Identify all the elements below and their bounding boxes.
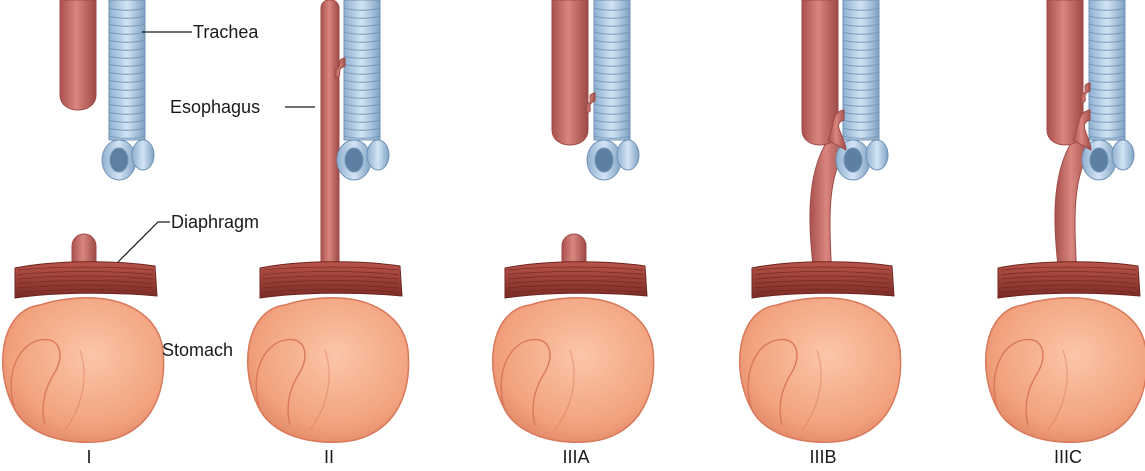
panel-IIIC	[986, 0, 1145, 442]
type-label-IIIC: IIIC	[1054, 447, 1082, 467]
trachea	[843, 0, 879, 140]
bronchus-lumen	[110, 148, 128, 172]
stomach	[3, 298, 164, 442]
bronchus-right	[866, 140, 888, 170]
upper-pouch	[60, 0, 96, 110]
stomach-label: Stomach	[162, 340, 233, 360]
esophagus-tube	[321, 0, 339, 282]
bronchus-right	[1112, 140, 1134, 170]
bronchus-lumen	[345, 148, 363, 172]
bronchus-lumen	[1090, 148, 1108, 172]
type-label-I: I	[86, 447, 91, 467]
type-label-IIIA: IIIA	[562, 447, 589, 467]
trachea	[344, 0, 380, 140]
trachea-label: Trachea	[193, 22, 259, 42]
bronchus-right	[617, 140, 639, 170]
bronchus-right	[367, 140, 389, 170]
trachea	[1089, 0, 1125, 140]
esophagus-label: Esophagus	[170, 97, 260, 117]
stomach	[986, 298, 1145, 442]
panel-IIIB	[740, 0, 901, 442]
upper-pouch	[552, 0, 588, 145]
trachea	[594, 0, 630, 140]
trachea	[109, 0, 145, 140]
bronchus-lumen	[595, 148, 613, 172]
stomach	[248, 298, 409, 442]
type-label-IIIB: IIIB	[809, 447, 836, 467]
bronchus-lumen	[844, 148, 862, 172]
diaphragm-leader	[118, 222, 170, 262]
upper-pouch	[1047, 0, 1083, 145]
diaphragm-label: Diaphragm	[171, 212, 259, 232]
panel-IIIA	[493, 0, 654, 442]
bronchus-right	[132, 140, 154, 170]
stomach	[740, 298, 901, 442]
panel-I	[3, 0, 164, 442]
stomach	[493, 298, 654, 442]
type-label-II: II	[324, 447, 334, 467]
panel-II	[248, 0, 409, 442]
